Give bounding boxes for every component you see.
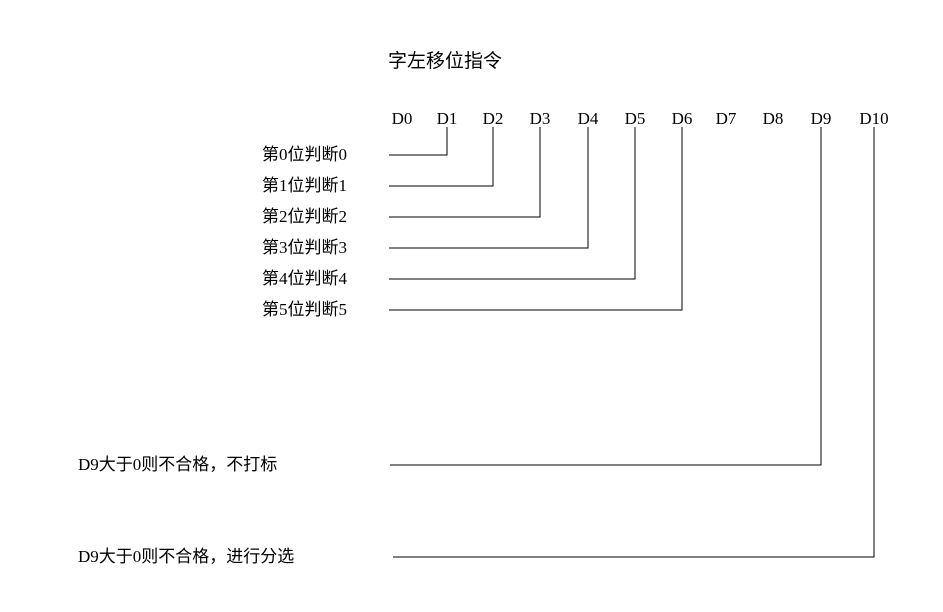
bit-row-label-3: 第3位判断3: [262, 238, 347, 257]
bottom-row-label-1: D9大于0则不合格，进行分选: [78, 547, 295, 566]
bit-row-label-2: 第2位判断2: [262, 207, 347, 226]
register-label-d0: D0: [391, 109, 413, 128]
connector-bit-0: [389, 127, 448, 156]
register-label-d5: D5: [624, 109, 646, 128]
bit-row-label-4: 第4位判断4: [262, 269, 347, 288]
register-label-d6: D6: [671, 109, 693, 128]
register-label-d1: D1: [436, 109, 458, 128]
connector-bottom-1: [393, 127, 875, 558]
register-label-d8: D8: [762, 109, 784, 128]
register-label-d7: D7: [715, 109, 737, 128]
diagram-title: 字左移位指令: [388, 51, 503, 72]
bit-row-label-1: 第1位判断1: [262, 176, 347, 195]
register-label-d3: D3: [529, 109, 551, 128]
register-label-d4: D4: [577, 109, 599, 128]
connector-bit-3: [389, 127, 589, 249]
connector-bottom-0: [390, 127, 822, 466]
connector-bit-4: [389, 127, 636, 280]
register-label-d10: D10: [859, 109, 889, 128]
register-label-d2: D2: [482, 109, 504, 128]
bottom-row-label-0: D9大于0则不合格，不打标: [78, 455, 278, 474]
connector-bit-1: [389, 127, 494, 187]
connector-bit-2: [389, 127, 541, 218]
bit-row-label-5: 第5位判断5: [262, 300, 347, 319]
register-label-d9: D9: [810, 109, 832, 128]
bit-row-label-0: 第0位判断0: [262, 145, 347, 164]
connector-bit-5: [389, 127, 683, 311]
